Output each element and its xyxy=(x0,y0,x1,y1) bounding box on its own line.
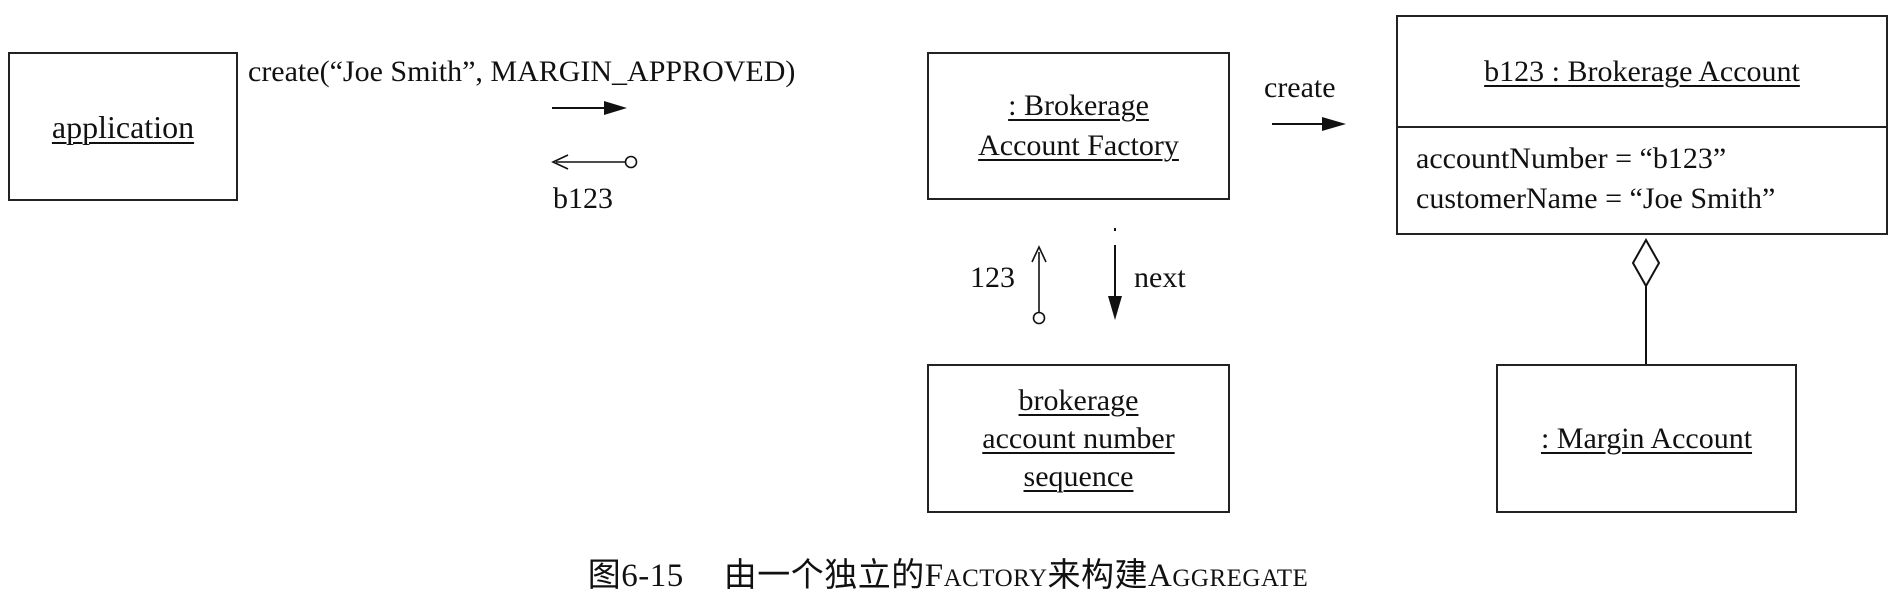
next-message-arrow xyxy=(1108,228,1122,320)
brokerage-account-factory-object: : Brokerage Account Factory xyxy=(927,52,1230,200)
customer-name-attr: customerName = “Joe Smith” xyxy=(1416,182,1776,215)
factory-label-line1: : Brokerage xyxy=(1008,89,1149,122)
account-attributes-compartment: accountNumber = “b123” customerName = “J… xyxy=(1416,139,1876,219)
create-message-arrow xyxy=(552,101,627,115)
margin-account-object: : Margin Account xyxy=(1496,364,1797,513)
return-123-arrow xyxy=(1031,245,1047,325)
create-label: create xyxy=(1264,71,1336,104)
application-label: application xyxy=(51,108,195,145)
caption-factory-initial: F xyxy=(924,558,944,594)
aggregation-link xyxy=(1631,237,1661,364)
create-call-label: create(“Joe Smith”, MARGIN_APPROVED) xyxy=(248,55,796,88)
account-number-sequence-object: brokerage account number sequence xyxy=(927,364,1230,513)
create-account-arrow xyxy=(1272,117,1346,131)
account-title: b123 : Brokerage Account xyxy=(1484,54,1800,88)
next-label: next xyxy=(1134,261,1186,294)
account-title-compartment: b123 : Brokerage Account xyxy=(1398,17,1886,128)
caption-factory-rest: actory xyxy=(943,565,1048,592)
return-b123-label: b123 xyxy=(553,182,613,215)
caption-number: 图6-15 xyxy=(587,558,684,594)
sequence-label-line2: account number xyxy=(982,421,1175,455)
caption-aggregate-rest: ggregate xyxy=(1172,565,1309,592)
sequence-label-line1: brokerage xyxy=(1018,383,1139,417)
factory-label-line2: Account Factory xyxy=(978,129,1179,162)
account-number-attr: accountNumber = “b123” xyxy=(1416,142,1727,175)
brokerage-account-object: b123 : Brokerage Account accountNumber =… xyxy=(1396,15,1888,235)
margin-account-label: : Margin Account xyxy=(1540,421,1753,455)
figure-caption: 图6-15 由一个独立的Factory来构建Aggregate xyxy=(0,556,1896,599)
caption-aggregate-initial: A xyxy=(1148,558,1173,594)
caption-text-part2: 来构建 xyxy=(1047,558,1149,594)
application-object: application xyxy=(8,52,238,201)
return-b123-arrow xyxy=(551,154,638,170)
caption-text-part1: 由一个独立的 xyxy=(723,558,925,594)
sequence-label-line3: sequence xyxy=(1023,459,1134,493)
return-123-label: 123 xyxy=(970,261,1015,294)
